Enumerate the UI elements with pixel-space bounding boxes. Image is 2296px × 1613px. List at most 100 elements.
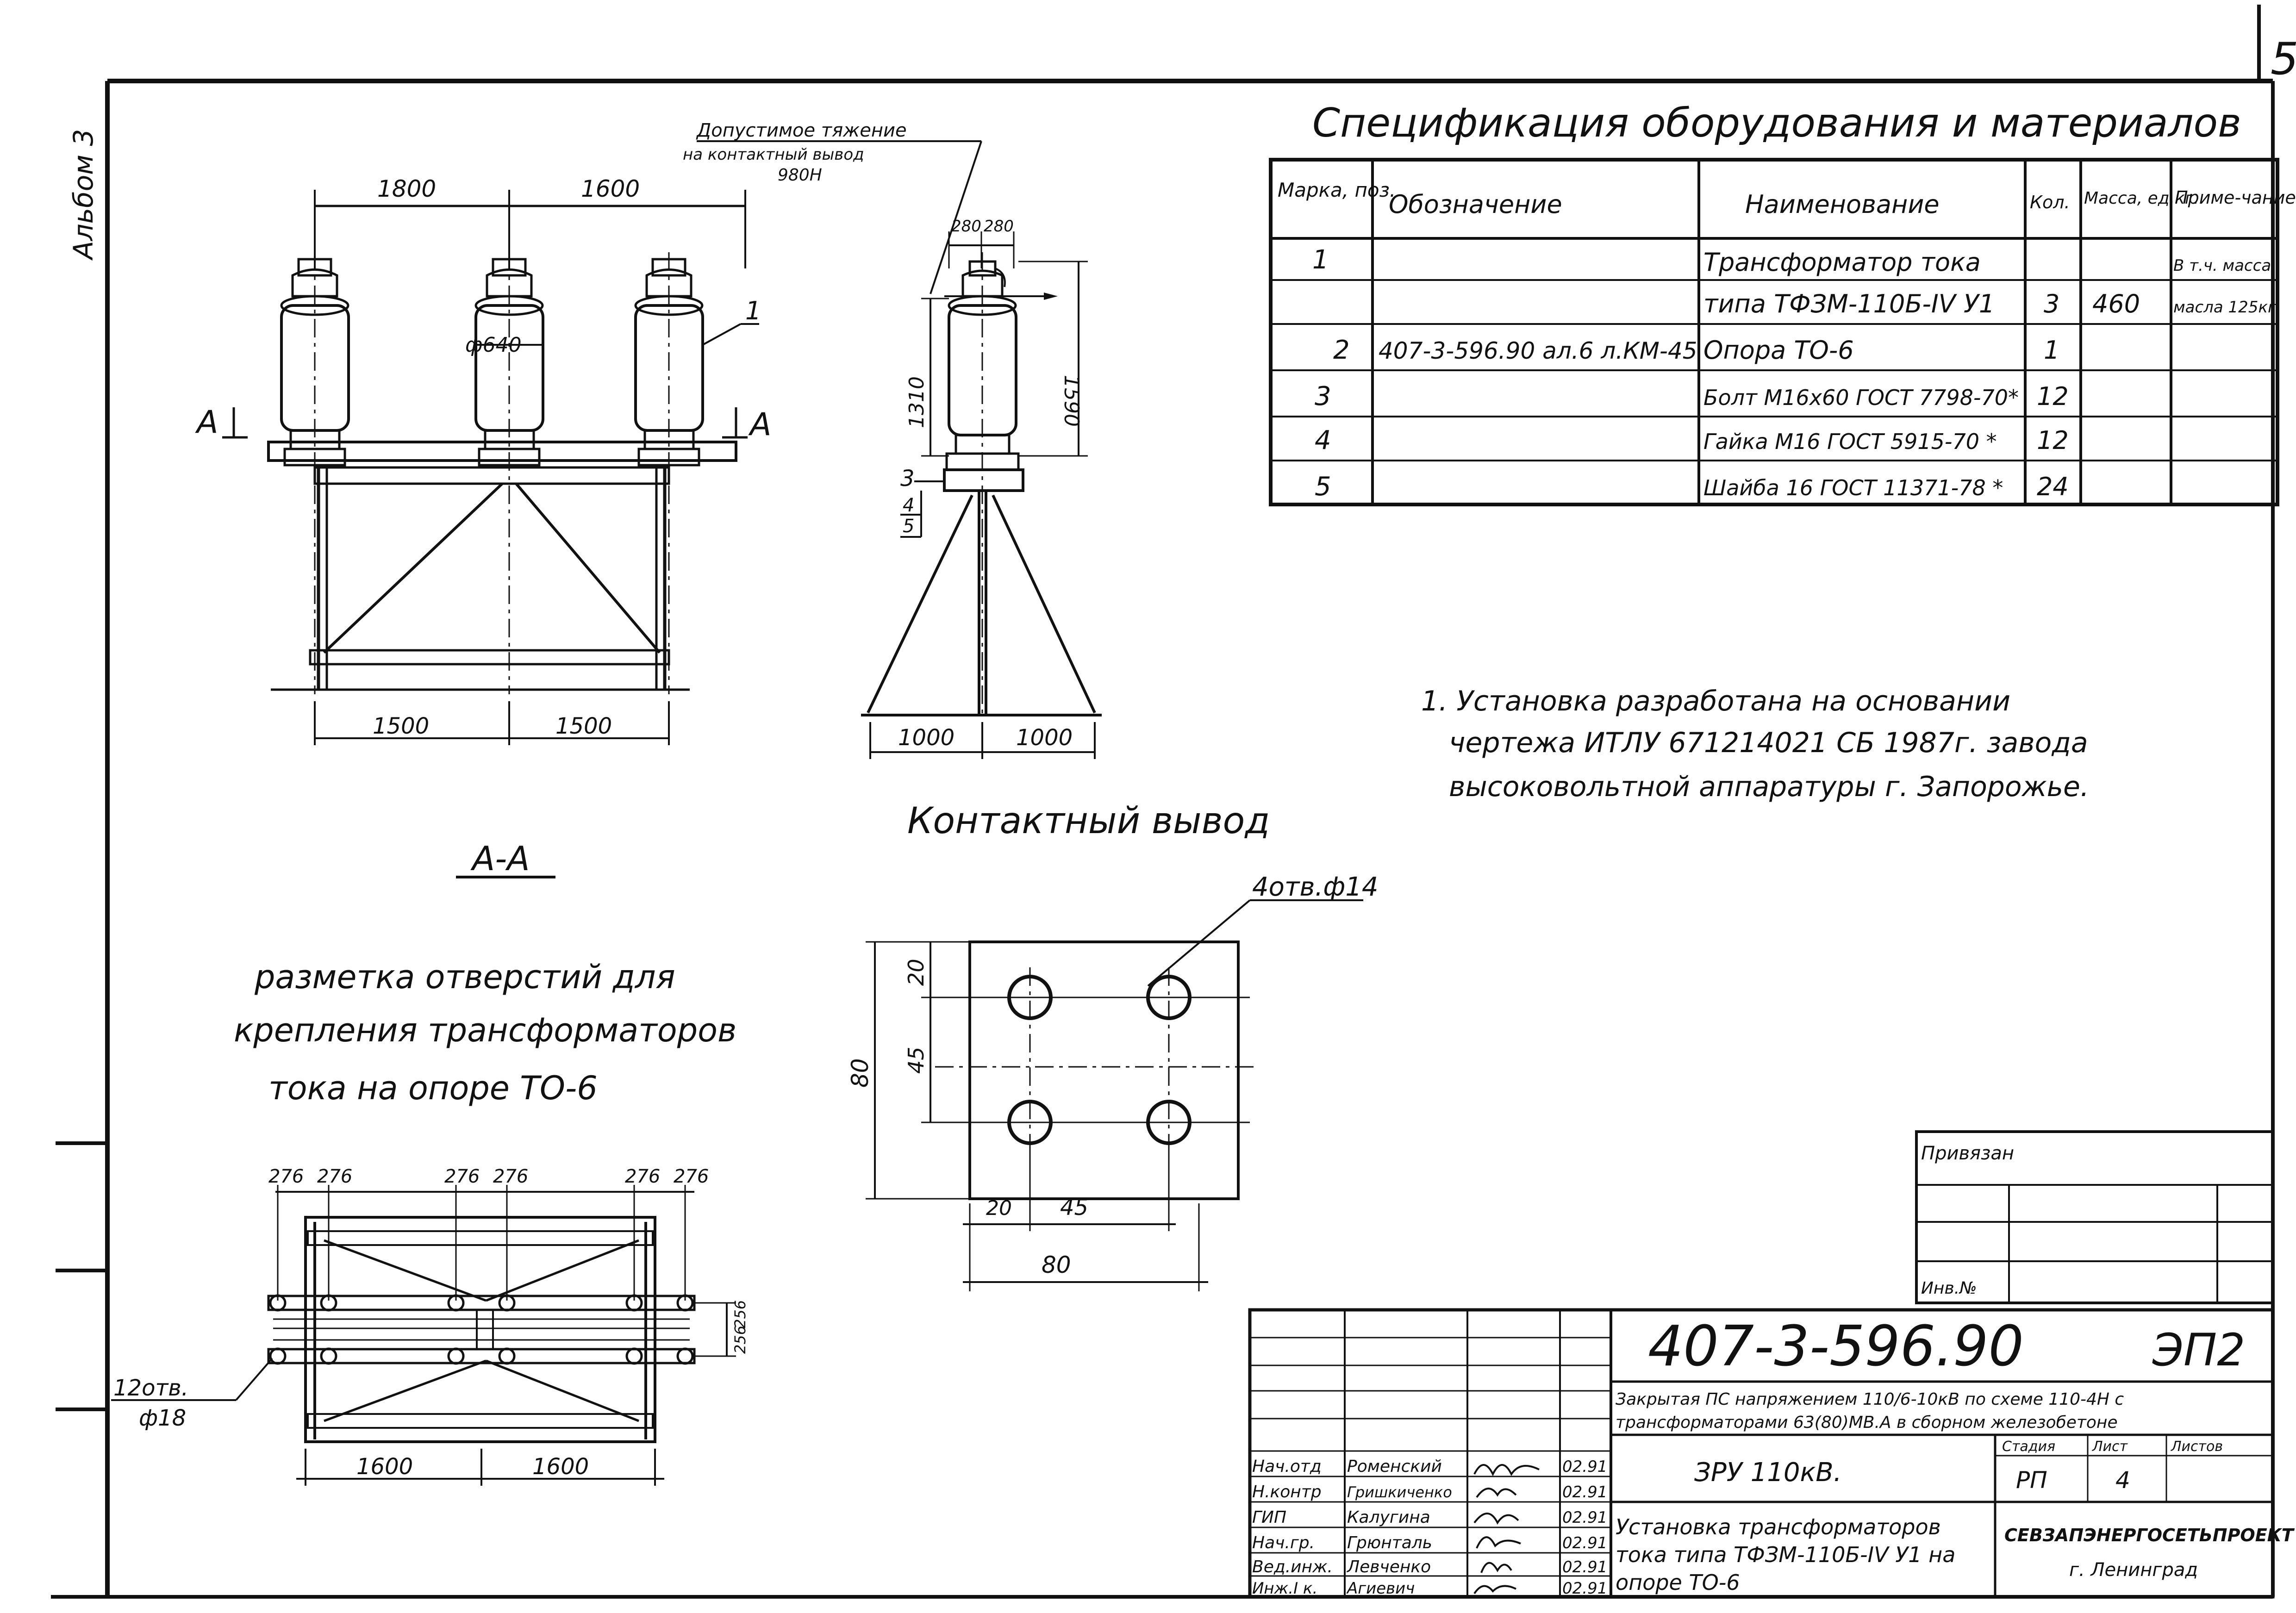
page-number: 5 (2271, 34, 2296, 85)
svg-text:Нач.гр.: Нач.гр. (1252, 1533, 1315, 1552)
spec-header-note: Приме-чание (2175, 187, 2296, 208)
title-block: Привязан Инв.№ 407-3-596.90 ЭП2 Закрытая… (1248, 1130, 2295, 1599)
svg-text:Болт М16х60 ГОСТ 7798-70*: Болт М16х60 ГОСТ 7798-70* (1703, 385, 2019, 410)
svg-text:Грюнталь: Грюнталь (1347, 1533, 1432, 1552)
side-view: 280 280 1310 1590 3 4 5 (861, 217, 1102, 759)
svg-text:02.91: 02.91 (1562, 1534, 1607, 1552)
section-title: А-А (470, 839, 530, 878)
terminal-holes (1007, 975, 1192, 1145)
stamp-code: 407-3-596.90 (1648, 1314, 2024, 1379)
section-dim-276: 276 (444, 1166, 480, 1187)
stamp-city: г. Ленинград (2069, 1559, 2198, 1581)
spec-row: типа ТФЗМ-110Б-IV У1 3 460 масла 125кг. (1703, 289, 2281, 318)
stamp-org: СЕВЗАПЭНЕРГОСЕТЬПРОЕКТ (2004, 1525, 2295, 1545)
section-dim-256b: 256 (731, 1326, 749, 1354)
section-mark-left: А (195, 404, 218, 441)
section-holes-dia: ф18 (139, 1405, 186, 1431)
terminal-dim-45-v: 45 (904, 1046, 929, 1074)
front-pos-1: 1 (745, 296, 761, 325)
tension-value: 980Н (778, 166, 822, 185)
tension-label: Допустимое тяжение (696, 120, 907, 141)
terminal-dim-45-h: 45 (1060, 1195, 1088, 1221)
svg-text:В т.ч. масса: В т.ч. масса (2173, 256, 2271, 275)
general-note: 1. Установка разработана на основании че… (1421, 685, 2089, 803)
transformer-diameter: ф640 (465, 333, 522, 357)
svg-text:Агиевич: Агиевич (1346, 1579, 1415, 1598)
svg-text:02.91: 02.91 (1562, 1558, 1607, 1576)
tension-label-2: на контактный вывод (683, 145, 864, 164)
stamp-desc-2: трансформаторами 63(80)МВ.А в сборном же… (1616, 1413, 2118, 1432)
svg-text:Шайба 16 ГОСТ 11371-78 *: Шайба 16 ГОСТ 11371-78 * (1703, 475, 2003, 500)
side-dim-280b: 280 (984, 217, 1014, 236)
signer-row: Инж.I к. Агиевич 02.91 (1252, 1579, 1607, 1598)
svg-text:3: 3 (2044, 289, 2059, 318)
transformer-right: 1 (634, 252, 761, 694)
stamp-object: ЗРУ 110кВ. (1694, 1457, 1842, 1488)
svg-text:24: 24 (2037, 472, 2069, 501)
stamp-title-2: тока типа ТФЗМ-110Б-IV У1 на (1616, 1542, 1955, 1567)
front-dim-1800: 1800 (377, 175, 436, 202)
stamp-sheet-label: Лист (2092, 1439, 2128, 1455)
spec-row: 3 Болт М16х60 ГОСТ 7798-70* 12 (1315, 381, 2069, 411)
spec-row: 5 Шайба 16 ГОСТ 11371-78 * 24 (1315, 472, 2069, 502)
terminal-dim-80-h: 80 (1042, 1252, 1071, 1278)
signer-row: ГИП Калугина 02.91 (1252, 1508, 1607, 1527)
spec-header-pos: Марка, поз. (1278, 179, 1396, 201)
terminal-holes-label: 4отв.ф14 (1252, 872, 1378, 902)
spec-header-code: Обозначение (1389, 190, 1562, 219)
section-dim-276: 276 (268, 1166, 304, 1187)
svg-text:4: 4 (1315, 425, 1331, 455)
svg-text:Вед.инж.: Вед.инж. (1252, 1557, 1333, 1576)
signer-row: Нач.гр. Грюнталь 02.91 (1252, 1533, 1607, 1552)
spec-header-name: Наименование (1745, 190, 1940, 219)
terminal-dim-80-v: 80 (847, 1058, 873, 1088)
svg-text:2: 2 (1333, 335, 1350, 365)
stamp-sheet: 4 (2115, 1467, 2130, 1494)
svg-text:чертежа ИТЛУ 671214021 СБ 1987: чертежа ИТЛУ 671214021 СБ 1987г. завода (1449, 727, 2088, 759)
section-dim-256a: 256 (731, 1300, 749, 1328)
spec-title: Спецификация оборудования и материалов (1312, 100, 2241, 146)
section-dim-276: 276 (674, 1166, 709, 1187)
stamp-sheets-label: Листов (2171, 1439, 2223, 1455)
section-dim-276: 276 (493, 1166, 528, 1187)
section-dim-276: 276 (317, 1166, 352, 1187)
front-view: 1800 1600 Допустимое тяжение на контактн… (195, 120, 982, 745)
svg-text:Гришкиченко: Гришкиченко (1347, 1483, 1452, 1501)
front-dim-1500-left: 1500 (373, 713, 429, 739)
svg-text:Инж.I к.: Инж.I к. (1252, 1579, 1317, 1598)
transformer-middle: ф640 (465, 252, 544, 694)
svg-text:1: 1 (1312, 245, 1329, 275)
svg-text:Левченко: Левченко (1346, 1557, 1431, 1576)
svg-text:Гайка М16 ГОСТ 5915-70 *: Гайка М16 ГОСТ 5915-70 * (1703, 429, 1997, 454)
svg-text:высоковольтной аппаратуры г. З: высоковольтной аппаратуры г. Запорожье. (1449, 771, 2089, 803)
svg-text:460: 460 (2092, 289, 2140, 318)
svg-text:407-3-596.90 ал.6 л.КМ-45: 407-3-596.90 ал.6 л.КМ-45 (1379, 337, 1697, 364)
svg-text:02.91: 02.91 (1562, 1579, 1607, 1598)
section-caption-3: тока на опоре ТО-6 (268, 1069, 598, 1107)
svg-text:Калугина: Калугина (1347, 1508, 1430, 1527)
stamp-stage-label: Стадия (2002, 1439, 2055, 1455)
side-pos-5: 5 (903, 516, 914, 537)
svg-text:Н.контр: Н.контр (1252, 1482, 1322, 1501)
svg-text:Нач.отд: Нач.отд (1252, 1457, 1322, 1476)
spec-row: 4 Гайка М16 ГОСТ 5915-70 * 12 (1315, 425, 2069, 455)
side-dim-280a: 280 (951, 217, 981, 236)
svg-text:3: 3 (1315, 381, 1331, 411)
side-dim-1000-right: 1000 (1016, 725, 1073, 751)
section-caption-1: разметка отверстий для (254, 958, 675, 996)
svg-text:типа ТФЗМ-110Б-IV У1: типа ТФЗМ-110Б-IV У1 (1703, 289, 1995, 318)
side-pos-4: 4 (903, 495, 914, 516)
album-label: Альбом 3 (68, 129, 99, 261)
side-dim-1310: 1310 (905, 376, 929, 428)
svg-text:12: 12 (2037, 426, 2069, 455)
terminal-plate (968, 940, 1240, 1200)
svg-text:Роменский: Роменский (1347, 1457, 1442, 1476)
section-bolt-holes (269, 1294, 694, 1365)
section-dim-1600-right: 1600 (532, 1454, 589, 1480)
section-mark-right: А (748, 406, 772, 443)
signer-row: Нач.отд Роменский 02.91 (1252, 1457, 1607, 1476)
svg-text:ГИП: ГИП (1252, 1508, 1286, 1527)
spec-table: Спецификация оборудования и материалов М… (1269, 100, 2296, 506)
svg-text:масла 125кг.: масла 125кг. (2173, 298, 2281, 317)
terminal-dim-20-h: 20 (986, 1196, 1012, 1220)
